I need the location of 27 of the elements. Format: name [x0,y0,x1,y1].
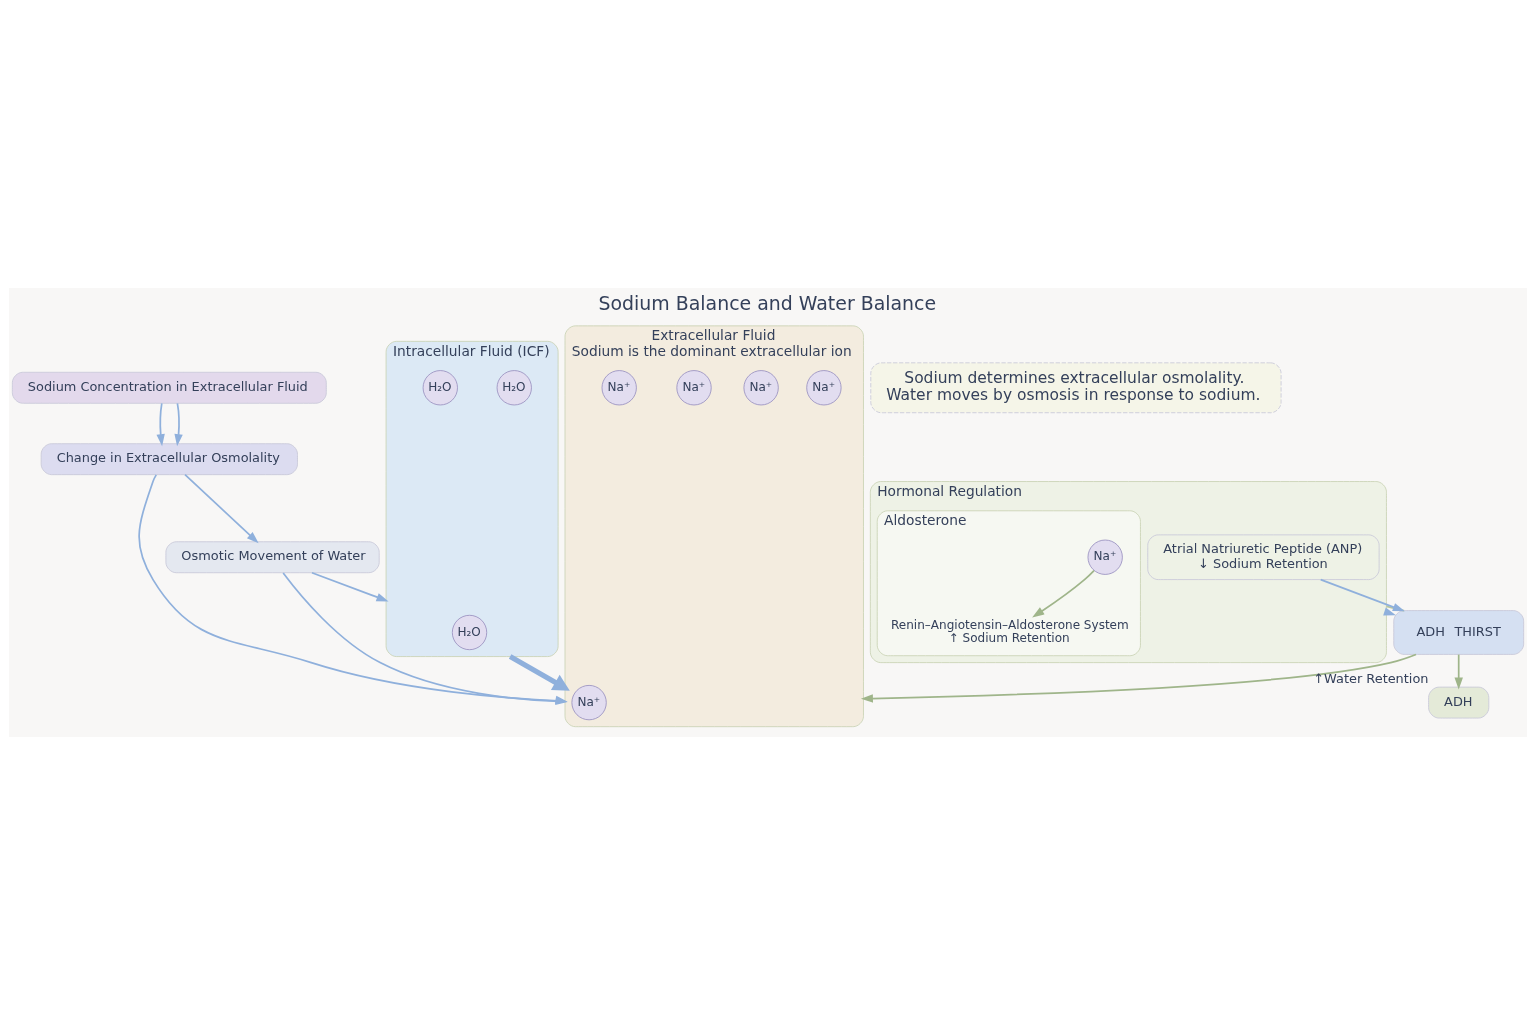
node-box: Sodium Concentration in Extracellular Fluid [11,371,327,404]
arrow [184,473,259,543]
arrow [156,402,165,446]
node-circle: Na⁺ [601,369,637,405]
arrow [1454,653,1463,690]
node-circle: Na⁺ [676,369,712,405]
node-box: Osmotic Movement of Water [165,540,380,573]
node-circle: Na⁺ [806,369,842,405]
arrow [311,571,389,601]
node-box: ADH THIRST [1393,609,1525,655]
arrow [508,653,570,691]
arrow [174,402,183,446]
node-box: Sodium determines extracellular osmolality. Water moves by osmosis in response to sodium. [870,361,1282,413]
node-box: Change in Extracellular Osmolality [40,442,298,475]
node-text: Renin–Angiotensin–Aldosterone System ↑ Sodium Retention [891,617,1129,645]
arrow [860,653,1417,703]
node-circle: H₂O [451,614,488,650]
node-circle: Na⁺ [743,369,779,405]
node-box: ADH [1428,686,1490,718]
diagram-title: Sodium Balance and Water Balance [598,291,937,314]
node-circle: Na⁺ [1087,539,1123,575]
node-label: ↑Water Retention [1313,670,1429,686]
node-circle: H₂O [422,369,458,405]
node-box: Atrial Natriuretic Peptide (ANP) ↓ Sodium Retention [1147,533,1380,580]
node-circle: Na⁺ [571,684,607,720]
node-circle: H₂O [496,369,532,405]
arrow [1032,569,1095,617]
